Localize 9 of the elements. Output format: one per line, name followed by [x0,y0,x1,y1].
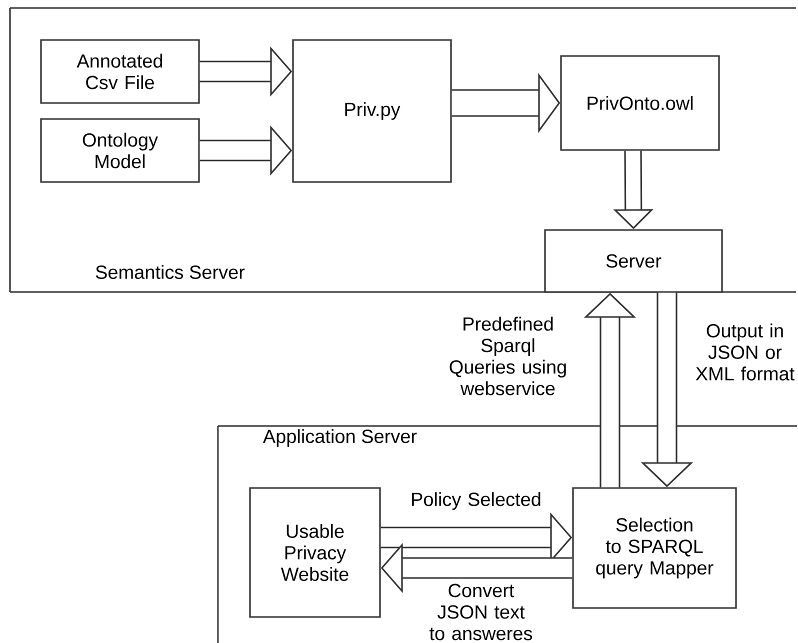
website-box: Usable Privacy Website [249,487,381,618]
mapper-box: Selection to SPARQL query Mapper [572,487,737,609]
edge-label: Output in JSON or XML format [696,324,794,380]
edge-label: Convert JSON text to answeres [430,584,532,640]
input-box: Annotated Csv File [40,39,200,104]
input-box: Ontology Model [40,118,200,183]
edge-label: Predefined Sparql Queries using webservice [450,316,566,396]
edge-label: Policy Selected [412,492,540,510]
process-box: Priv.py [292,39,452,183]
